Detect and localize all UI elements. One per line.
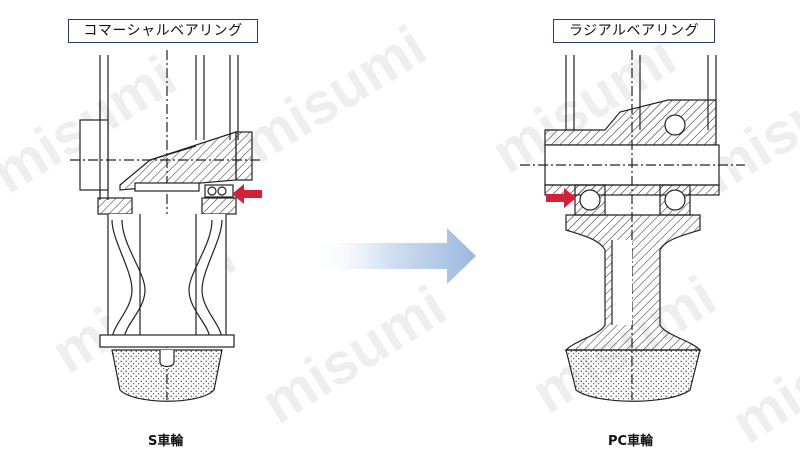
- red-arrow-icon: [232, 184, 262, 204]
- s-wheel-caption: S車輪: [148, 434, 184, 449]
- red-arrow-icon: [546, 188, 576, 208]
- s-wheel-drawing: [70, 50, 262, 402]
- blue-arrow-icon: [310, 228, 476, 284]
- commercial-bearing-label: コマーシャルベアリング: [68, 19, 258, 43]
- radial-bearing-label: ラジアルベアリング: [553, 19, 715, 43]
- pc-wheel-caption: PC車輪: [608, 434, 654, 449]
- pc-wheel-drawing: [520, 50, 745, 402]
